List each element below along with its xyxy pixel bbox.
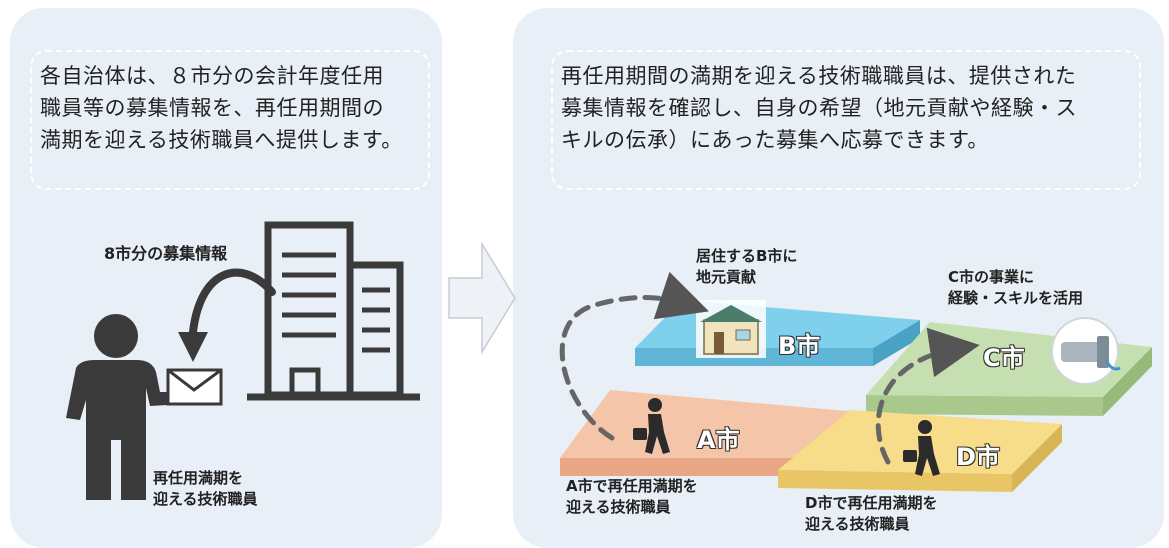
envelope-icon xyxy=(166,368,223,406)
retiring-staff-label: 再任用満期を 迎える技術職員 xyxy=(153,469,258,508)
a-city-person-label: A市で再任用満期を 迎える技術職員 xyxy=(566,477,698,516)
city-label-a: A市 xyxy=(697,426,740,454)
left-description: 各自治体は、８市分の会計年度任用 職員等の募集情報を、再任用期間の 満期を迎える… xyxy=(30,50,430,190)
house-icon xyxy=(696,300,766,358)
right-description: 再任用期間の満期を迎える技術職職員は、提供された 募集情報を確認し、自身の希望（… xyxy=(551,50,1141,190)
recruitment-info-label: 8市分の募集情報 xyxy=(104,244,228,263)
office-building-icon xyxy=(247,221,420,401)
curved-arrow-icon xyxy=(178,268,276,362)
walking-person-d-icon xyxy=(903,420,940,476)
right-arrow-icon xyxy=(448,241,516,355)
c-city-note: C市の事業に 経験・スキルを活用 xyxy=(948,268,1084,307)
pipe-icon xyxy=(1051,317,1121,385)
city-label-d: D市 xyxy=(956,443,1000,471)
right-panel: 再任用期間の満期を迎える技術職職員は、提供された 募集情報を確認し、自身の希望（… xyxy=(513,8,1164,548)
b-city-note: 居住するB市に 地元貢献 xyxy=(696,247,798,286)
walking-person-a-icon xyxy=(633,398,670,454)
dashed-path-a-to-b xyxy=(559,271,709,441)
dashed-path-d-to-c xyxy=(875,327,980,465)
d-city-person-label: D市で再任用満期を 迎える技術職員 xyxy=(805,494,938,533)
person-icon xyxy=(66,314,184,500)
left-panel: 各自治体は、８市分の会計年度任用 職員等の募集情報を、再任用期間の 満期を迎える… xyxy=(10,8,442,548)
city-label-c: C市 xyxy=(983,344,1025,372)
city-label-b: B市 xyxy=(778,332,821,360)
